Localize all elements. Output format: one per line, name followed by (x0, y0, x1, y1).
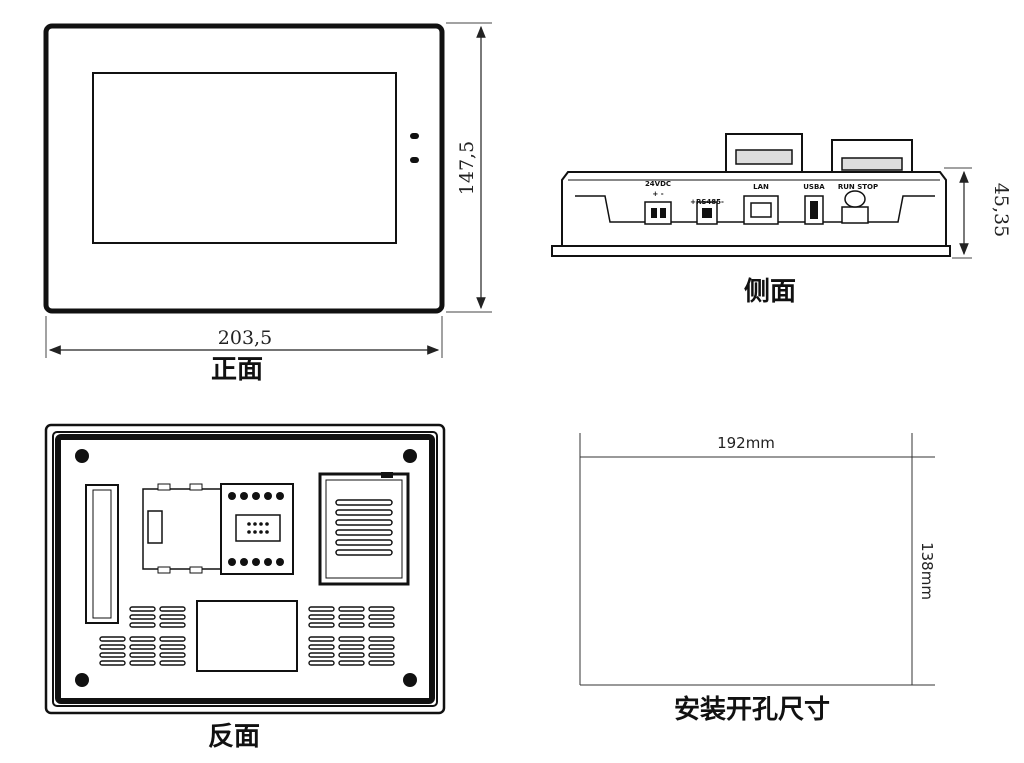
status-led-top (410, 133, 419, 139)
front-view: 147,5 203,5 正面 (43, 22, 492, 385)
power-port (644, 201, 672, 225)
power-port-pin-minus (660, 208, 666, 218)
top-connector-left-pins (735, 149, 793, 165)
screw-top-right (403, 449, 417, 463)
front-height-label: 147,5 (456, 141, 478, 195)
terminal-center-dots (247, 522, 269, 534)
back-view: 反面 (44, 423, 446, 752)
rs485-port-pins (702, 208, 712, 218)
vent-grid-right (308, 606, 395, 666)
screw-bottom-right (403, 673, 417, 687)
side-view: 24VDC + - +RS485- LAN USBA RUN STOP 45,3… (551, 133, 1012, 307)
terminal-tab-3 (157, 566, 171, 574)
side-flange (551, 245, 951, 257)
card-slot (85, 484, 119, 624)
screw-bottom-left (75, 673, 89, 687)
terminal-tab-2 (189, 483, 203, 491)
usb-port-label: USBA (803, 183, 825, 191)
front-caption: 正面 (211, 355, 263, 385)
screw-top-left (75, 449, 89, 463)
usb-port-socket (810, 201, 818, 219)
back-caption: 反面 (208, 722, 260, 752)
cutout-width-label: 192mm (717, 434, 775, 452)
power-port-polarity: + - (652, 190, 663, 198)
back-frame-mid (52, 431, 438, 707)
power-port-pin-plus (651, 208, 657, 218)
status-led-bottom (410, 157, 419, 163)
terminal-center (235, 514, 281, 542)
cutout-caption: 安装开孔尺寸 (674, 695, 830, 725)
vent-grid-left (99, 606, 186, 666)
side-caption: 侧面 (744, 277, 796, 307)
lan-port-label: LAN (753, 183, 769, 191)
terminal-tab-1 (157, 483, 171, 491)
vent-panel-slots (335, 499, 393, 556)
label-plate (196, 600, 298, 672)
run-stop-label: RUN STOP (838, 183, 878, 191)
terminal-tab-4 (189, 566, 203, 574)
front-width-label: 203,5 (218, 327, 272, 349)
card-slot-inner (92, 489, 112, 619)
cutout-view: 192mm 138mm 安装开孔尺寸 (579, 433, 936, 725)
power-port-label: 24VDC (645, 180, 671, 188)
front-screen (92, 72, 397, 244)
run-stop-switch-knob (844, 190, 866, 208)
vent-panel (318, 472, 410, 586)
vent-panel-inner (325, 479, 403, 579)
top-connector-right-pins (841, 157, 903, 171)
terminal-pins-top (228, 492, 284, 500)
terminal-pins-bottom (228, 558, 284, 566)
terminal-latch (147, 510, 163, 544)
cutout-height-label: 138mm (918, 542, 936, 600)
run-stop-switch (841, 206, 869, 224)
back-frame-inner (55, 434, 435, 704)
rs485-port-label: +RS485- (690, 198, 724, 206)
lan-port-socket (750, 202, 772, 218)
vent-panel-tab (381, 472, 393, 478)
side-depth-label: 45,35 (990, 183, 1012, 237)
